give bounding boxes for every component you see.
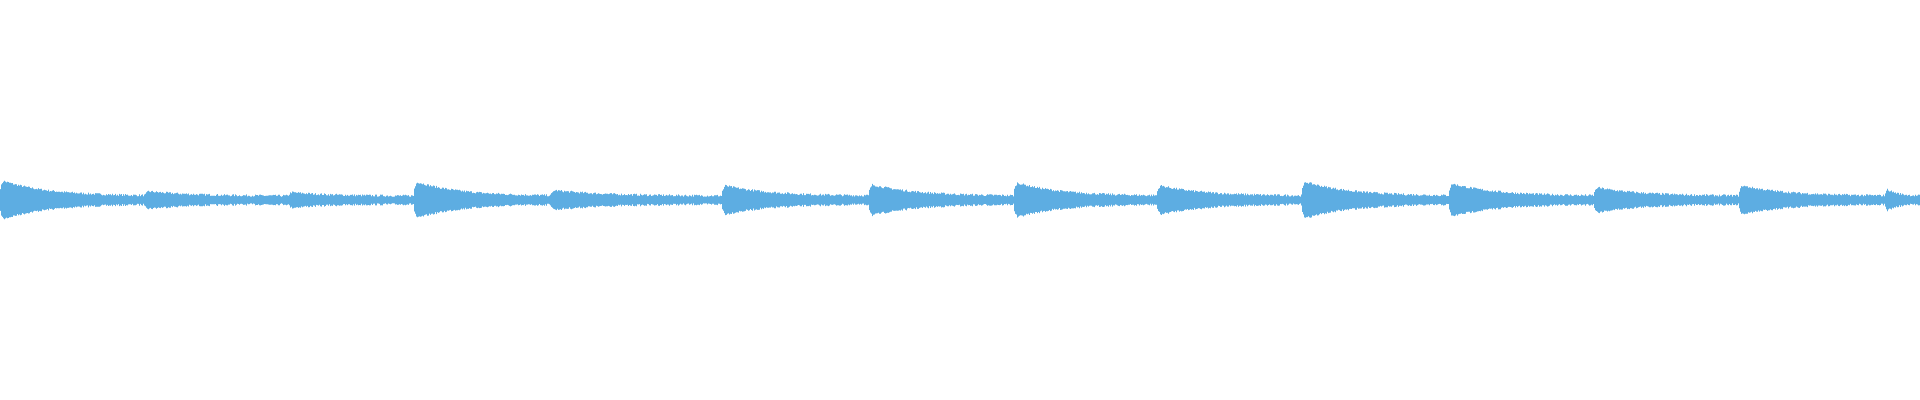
- waveform-path: [0, 180, 1920, 220]
- waveform-bars: [0, 180, 1920, 220]
